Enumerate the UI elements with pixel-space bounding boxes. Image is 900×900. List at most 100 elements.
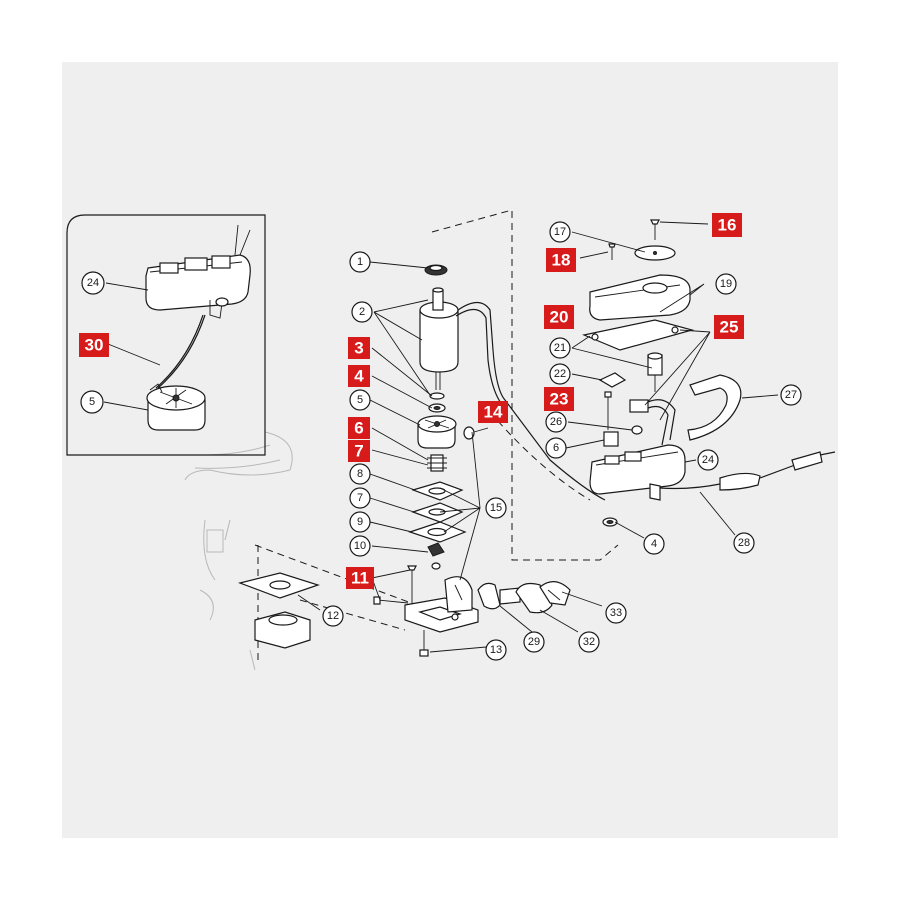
- label-9: 9: [349, 511, 371, 533]
- svg-text:3: 3: [354, 339, 363, 358]
- label-21: 21: [549, 337, 571, 359]
- svg-text:10: 10: [354, 540, 366, 552]
- label-22: 22: [549, 363, 571, 385]
- label-24: 24: [697, 449, 719, 471]
- svg-text:8: 8: [357, 468, 363, 480]
- label-8: 8: [349, 463, 371, 485]
- washer-3: [429, 392, 445, 400]
- label-29: 29: [523, 631, 545, 653]
- highlight-label-3: 3: [348, 337, 370, 359]
- connector-25: [629, 399, 676, 446]
- svg-text:2: 2: [359, 306, 365, 318]
- screws-11: [373, 565, 417, 605]
- svg-text:11: 11: [351, 569, 369, 588]
- highlight-label-25: 25: [714, 315, 744, 339]
- label-27: 27: [780, 384, 802, 406]
- highlight-label-18: 18: [546, 248, 576, 272]
- svg-text:4: 4: [651, 538, 657, 550]
- inset-impeller-housing-5: [146, 383, 206, 431]
- inset-label-5: 5: [80, 390, 104, 414]
- label-32: 32: [578, 631, 600, 653]
- assembly-dashed-outline: [431, 209, 619, 561]
- plates-7-8-9: [408, 481, 467, 570]
- highlight-label-30: 30: [79, 333, 109, 357]
- mounting-plate-12: [237, 572, 320, 649]
- svg-text:9: 9: [357, 516, 363, 528]
- svg-text:16: 16: [718, 216, 737, 235]
- inset-box: [66, 214, 266, 456]
- label-7: 7: [349, 487, 371, 509]
- screw-18: [608, 243, 616, 260]
- power-cord-28: [659, 451, 836, 491]
- inset-hose-30: [157, 314, 206, 389]
- highlight-label-14: 14: [478, 401, 508, 423]
- terminal-6: [603, 431, 619, 447]
- svg-text:7: 7: [357, 492, 363, 504]
- hose-27: [687, 374, 742, 441]
- svg-text:23: 23: [550, 390, 569, 409]
- label-17: 17: [549, 221, 571, 243]
- svg-text:1: 1: [357, 256, 363, 268]
- outlet-fittings: [477, 581, 571, 614]
- highlight-label-6: 6: [348, 417, 370, 439]
- svg-text:15: 15: [490, 502, 502, 514]
- motor-top-cap-1: [424, 264, 448, 276]
- svg-text:24: 24: [702, 454, 714, 466]
- svg-text:29: 29: [528, 636, 540, 648]
- label-2: 2: [351, 301, 373, 323]
- highlighted-labels: 3 4 6 7 11 14 16 18 20 23 25 30: [79, 213, 744, 589]
- svg-text:33: 33: [610, 607, 622, 619]
- svg-text:18: 18: [552, 251, 571, 270]
- svg-text:32: 32: [583, 636, 595, 648]
- svg-text:6: 6: [354, 419, 363, 438]
- label-6-right: 6: [545, 437, 567, 459]
- svg-text:25: 25: [720, 318, 739, 337]
- gasket-22: [598, 372, 627, 388]
- cap-26: [631, 425, 643, 435]
- motor-2: [419, 287, 606, 501]
- label-28: 28: [733, 532, 755, 554]
- svg-text:5: 5: [357, 394, 363, 406]
- background-toilet-outline: [184, 431, 293, 671]
- label-5: 5: [349, 389, 371, 411]
- pump-housing-5: [417, 415, 457, 449]
- svg-text:13: 13: [490, 644, 502, 656]
- svg-text:26: 26: [550, 416, 562, 428]
- highlight-label-16: 16: [712, 213, 742, 237]
- label-1: 1: [349, 251, 371, 273]
- control-housing-19: [589, 274, 691, 321]
- o-ring-14: [463, 426, 475, 440]
- impeller-6: [427, 454, 447, 472]
- main-housing-24: [589, 444, 686, 501]
- label-33: 33: [605, 602, 627, 624]
- label-10: 10: [349, 535, 371, 557]
- svg-text:20: 20: [550, 308, 569, 327]
- screw-13: [419, 630, 429, 657]
- svg-text:24: 24: [87, 277, 99, 289]
- label-26: 26: [545, 411, 567, 433]
- label-4-right: 4: [643, 533, 665, 555]
- circled-labels: 1 2 5 8 7 9 10 12 13 15 17 19 21 22 24 2…: [80, 221, 802, 661]
- highlight-label-20: 20: [544, 305, 574, 329]
- svg-text:6: 6: [553, 442, 559, 454]
- screw-23: [604, 391, 612, 430]
- label-15: 15: [485, 497, 507, 519]
- svg-text:14: 14: [484, 403, 503, 422]
- svg-text:22: 22: [554, 368, 566, 380]
- svg-text:21: 21: [554, 342, 566, 354]
- base-pump-body: [404, 576, 479, 633]
- cover-17: [634, 245, 676, 261]
- highlight-label-4: 4: [348, 365, 370, 387]
- svg-text:30: 30: [85, 336, 104, 355]
- label-19: 19: [715, 273, 737, 295]
- svg-text:5: 5: [89, 396, 95, 408]
- svg-text:19: 19: [720, 278, 732, 290]
- svg-text:7: 7: [354, 442, 363, 461]
- label-13: 13: [485, 639, 507, 661]
- highlight-label-11: 11: [346, 567, 374, 589]
- svg-text:12: 12: [327, 610, 339, 622]
- svg-text:27: 27: [785, 389, 797, 401]
- svg-text:28: 28: [738, 537, 750, 549]
- highlight-label-23: 23: [544, 387, 574, 411]
